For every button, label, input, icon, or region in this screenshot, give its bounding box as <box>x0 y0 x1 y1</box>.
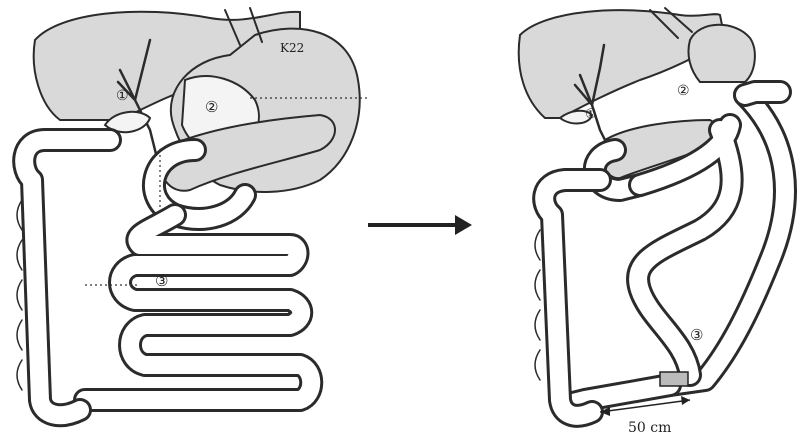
label-3-before: ③ <box>155 272 168 290</box>
tumor-tag: K22 <box>280 41 304 55</box>
after-panel: ① ② ③ 50 cm <box>519 8 785 436</box>
gastric-remnant <box>688 25 754 82</box>
before-panel: ① ② ③ K22 <box>17 8 370 415</box>
label-2-before: ② <box>205 98 218 116</box>
right-arrow-icon <box>368 215 472 235</box>
limb-length-label: 50 cm <box>628 420 671 436</box>
label-3-after: ③ <box>690 326 703 344</box>
label-1-after: ① <box>585 107 597 122</box>
label-2-after: ② <box>677 83 690 99</box>
label-1-before: ① <box>116 88 129 104</box>
